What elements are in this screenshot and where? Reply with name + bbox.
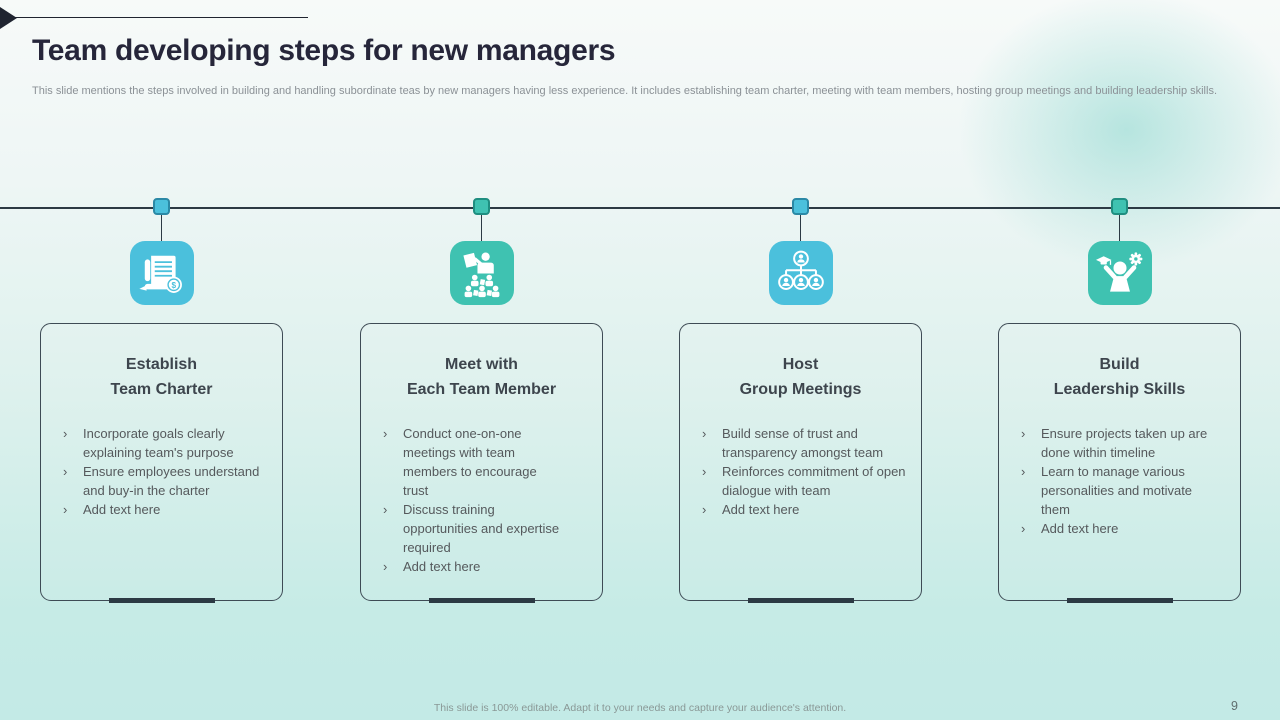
bullet-item: › Incorporate goals clearly explaining t… xyxy=(63,426,234,460)
step-build-leadership-skills: Build Leadership Skills › Ensure project… xyxy=(998,198,1241,603)
step-card: Meet with Each Team Member › Conduct one… xyxy=(360,323,603,603)
connector-line xyxy=(799,215,802,241)
bullet-item: › Add text here xyxy=(702,502,800,517)
bullet-glyph: › xyxy=(1021,521,1026,536)
card-accent-underline xyxy=(747,598,854,603)
page-title: Team developing steps for new managers xyxy=(32,34,616,67)
card-title-line1: Host xyxy=(782,356,819,373)
timeline-marker xyxy=(153,198,170,215)
card-title-line2: Leadership Skills xyxy=(1053,381,1186,398)
card-title-line1: Meet with xyxy=(445,356,518,373)
step-card: Host Group Meetings › Build sense of tru… xyxy=(679,323,922,603)
connector-line xyxy=(160,215,163,241)
bullet-glyph: › xyxy=(63,464,68,479)
bullet-glyph: › xyxy=(1021,464,1026,479)
bullet-item: › Reinforces commitment of open dialogue… xyxy=(702,464,906,498)
bullet-glyph: › xyxy=(383,502,388,517)
step-meet-with-each-team-member: Meet with Each Team Member › Conduct one… xyxy=(360,198,603,603)
bullet-item: › Build sense of trust and transparency … xyxy=(702,426,884,460)
card-bullet-list: › Incorporate goals clearly explaining t… xyxy=(41,424,282,519)
card-title: Build Leadership Skills xyxy=(999,352,1240,402)
bullet-glyph: › xyxy=(383,559,388,574)
bullet-item: › Learn to manage various personalities … xyxy=(1021,464,1193,517)
card-accent-underline xyxy=(108,598,215,603)
timeline-marker xyxy=(1111,198,1128,215)
card-accent-underline xyxy=(428,598,535,603)
page-subtitle: This slide mentions the steps involved i… xyxy=(32,85,1218,97)
card-title: Host Group Meetings xyxy=(680,352,921,402)
timeline-line xyxy=(0,207,1280,209)
card-accent-underline xyxy=(1066,598,1173,603)
card-title-line1: Build xyxy=(1099,356,1140,373)
connector-line xyxy=(480,215,483,241)
bullet-item: › Ensure projects taken up are done with… xyxy=(1021,426,1208,460)
bullet-glyph: › xyxy=(383,426,388,441)
card-title-line2: Group Meetings xyxy=(739,381,862,398)
bullet-item: › Add text here xyxy=(383,559,481,574)
bullet-glyph: › xyxy=(63,426,68,441)
card-title: Establish Team Charter xyxy=(41,352,282,402)
bullet-item: › Ensure employees understand and buy-in… xyxy=(63,464,260,498)
card-title-line2: Team Charter xyxy=(110,381,213,398)
team-presentation-icon xyxy=(449,241,514,305)
timeline-marker xyxy=(792,198,809,215)
card-bullet-list: › Conduct one-on-one meetings with team … xyxy=(361,424,602,576)
step-establish-team-charter: $ Establish Team Charter › Incorporate g… xyxy=(40,198,283,603)
bullet-glyph: › xyxy=(702,502,707,517)
leadership-growth-icon xyxy=(1087,241,1152,305)
corner-line-decoration xyxy=(10,17,308,18)
card-title-line2: Each Team Member xyxy=(406,381,557,398)
step-card: Establish Team Charter › Incorporate goa… xyxy=(40,323,283,603)
bullet-item: › Add text here xyxy=(63,502,161,517)
card-bullet-list: › Build sense of trust and transparency … xyxy=(680,424,921,519)
org-hierarchy-icon xyxy=(768,241,833,305)
connector-line xyxy=(1118,215,1121,241)
card-title: Meet with Each Team Member xyxy=(361,352,602,402)
card-title-line1: Establish xyxy=(125,356,198,373)
bullet-glyph: › xyxy=(702,426,707,441)
bullet-item: › Add text here xyxy=(1021,521,1119,536)
charter-scroll-icon: $ xyxy=(129,241,194,305)
bullet-item: › Conduct one-on-one meetings with team … xyxy=(383,426,537,498)
page-number: 9 xyxy=(1231,699,1238,713)
card-bullet-list: › Ensure projects taken up are done with… xyxy=(999,424,1240,538)
bullet-item: › Discuss training opportunities and exp… xyxy=(383,502,560,555)
bullet-glyph: › xyxy=(702,464,707,479)
timeline-marker xyxy=(473,198,490,215)
footer-note: This slide is 100% editable. Adapt it to… xyxy=(433,702,847,714)
corner-arrow-decoration xyxy=(0,7,17,29)
step-host-group-meetings: Host Group Meetings › Build sense of tru… xyxy=(679,198,922,603)
bullet-glyph: › xyxy=(1021,426,1026,441)
svg-text:$: $ xyxy=(171,281,176,290)
bullet-glyph: › xyxy=(63,502,68,517)
step-card: Build Leadership Skills › Ensure project… xyxy=(998,323,1241,603)
